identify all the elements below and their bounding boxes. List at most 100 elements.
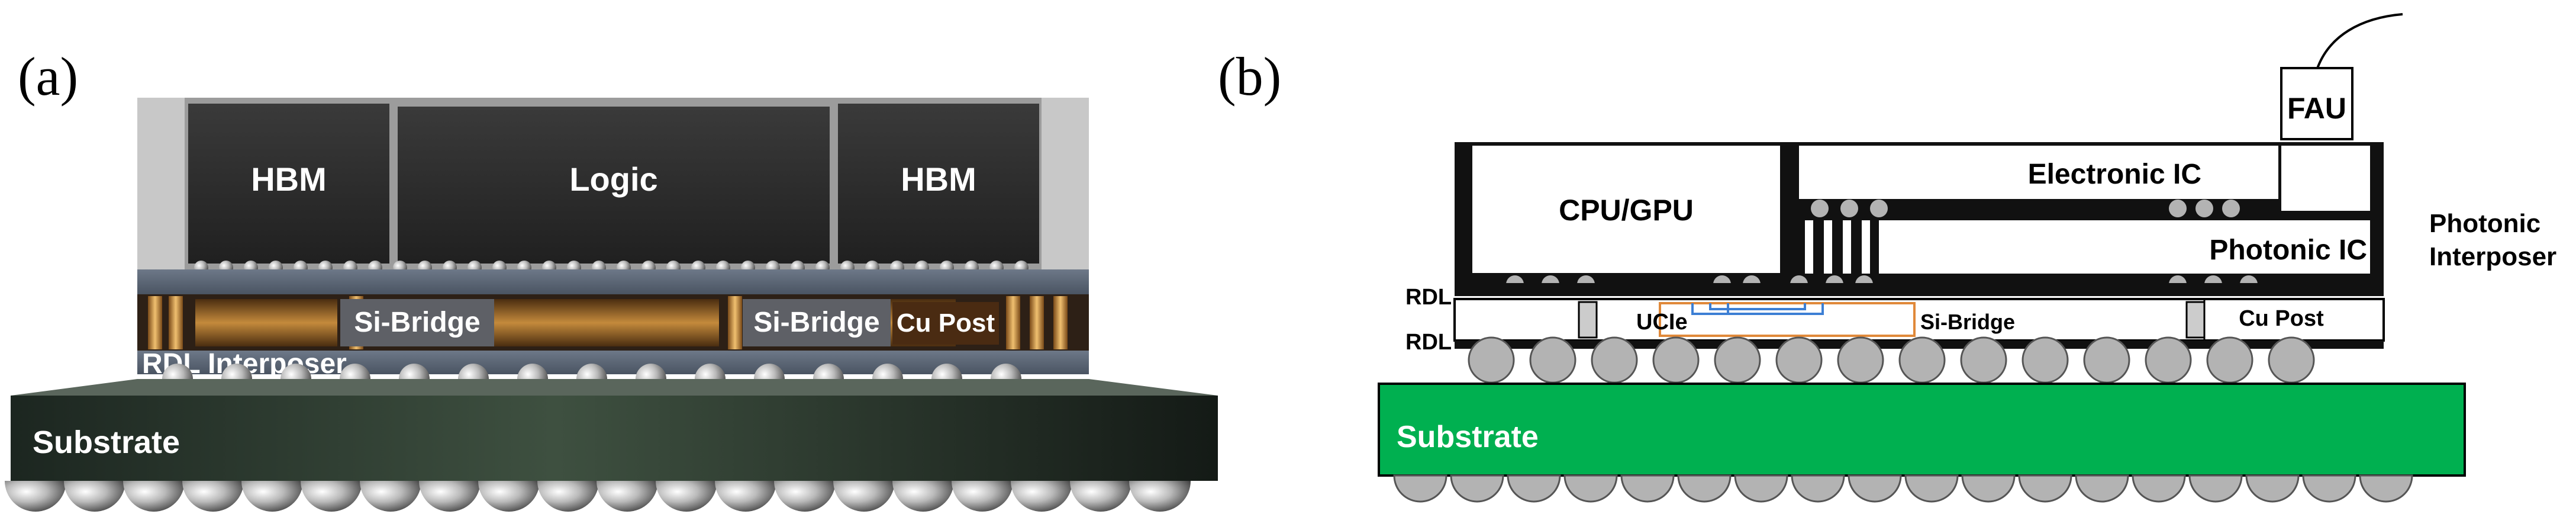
hbm-right-label: HBM — [901, 160, 976, 198]
cpu-gpu-label: CPU/GPU — [1559, 194, 1694, 227]
bga-ball — [952, 481, 1013, 512]
bga-ball — [2075, 474, 2129, 503]
bga-ball — [833, 481, 895, 512]
rdl-bottom-label: RDL — [1405, 330, 1452, 355]
c4-bump — [1898, 336, 1946, 384]
panel-b: (b) FAU CPU/GPU Electronic IC Photonic I… — [1218, 13, 2556, 503]
bga-ball — [241, 481, 303, 512]
bga-ball — [5, 481, 66, 512]
bga-ball — [1450, 474, 1504, 503]
cu-post — [169, 296, 183, 349]
photonic-interposer-label-line1: Photonic — [2429, 209, 2540, 238]
cu-post — [1006, 296, 1020, 349]
bga-ball — [478, 481, 540, 512]
si-bridge-left — [340, 299, 494, 346]
interposer-post — [1578, 301, 1598, 339]
c4-bump — [1775, 336, 1823, 384]
ucie-traces — [1691, 303, 1824, 315]
c4-bump — [1468, 336, 1515, 384]
logic-die — [398, 107, 830, 264]
c4-bump — [1591, 336, 1638, 384]
substrate-a-top-face — [11, 379, 1218, 396]
photonic-ic-label: Photonic IC — [2209, 235, 2367, 266]
c4-bump — [1529, 336, 1576, 384]
bga-ball — [1011, 481, 1072, 512]
photonic-interposer-label-line2: Interposer — [2429, 242, 2556, 271]
bga-ball — [1677, 474, 1732, 503]
c4-bump — [2022, 336, 2069, 384]
bga-ball — [182, 481, 244, 512]
fau-pocket — [2281, 146, 2370, 211]
c4-bump — [1652, 336, 1700, 384]
rdl-top-label: RDL — [1405, 285, 1452, 310]
ucie-label: UCIe — [1636, 310, 1688, 335]
cu-post — [148, 296, 162, 349]
copper-fill-left — [195, 299, 337, 346]
c4-bump — [1960, 336, 2007, 384]
si-bridge-right — [743, 299, 891, 346]
top-rdl-layer — [137, 269, 1089, 294]
electronic-ic-label: Electronic IC — [2028, 159, 2201, 190]
panel-b-letter: (b) — [1218, 46, 1281, 107]
bga-ball-row-b — [1393, 474, 2413, 503]
hbm-right-die — [838, 104, 1039, 264]
bga-ball — [892, 481, 954, 512]
hbm-left-die — [188, 104, 389, 264]
bga-ball — [656, 481, 717, 512]
cu-post-box — [892, 302, 999, 345]
tsv-via — [1862, 220, 1870, 274]
hbm-left-label: HBM — [251, 160, 327, 198]
bga-ball-row — [5, 481, 1191, 512]
si-bridge-left-label: Si-Bridge — [354, 307, 480, 338]
microbump — [2222, 200, 2240, 217]
bga-ball — [1129, 481, 1191, 512]
bga-ball — [360, 481, 421, 512]
bga-ball — [1507, 474, 1561, 503]
bga-ball — [715, 481, 776, 512]
c4-bump — [1714, 336, 1761, 384]
bga-ball — [2302, 474, 2356, 503]
electronic-ic — [1799, 146, 2278, 199]
c4-bump-row-b — [1468, 336, 2315, 384]
c4-bump — [1837, 336, 1884, 384]
bga-ball — [2018, 474, 2072, 503]
photonic-ic — [1879, 220, 2370, 274]
tsv-via — [1824, 220, 1832, 274]
c4-bump — [2083, 336, 2130, 384]
bga-ball — [301, 481, 362, 512]
interposer-post — [2185, 301, 2206, 339]
mold-edge-left — [137, 98, 185, 275]
substrate-a — [11, 396, 1218, 481]
bga-ball — [774, 481, 836, 512]
substrate-b-label: Substrate — [1397, 420, 1539, 454]
fau-label: FAU — [2287, 92, 2346, 125]
substrate-b — [1378, 383, 2466, 477]
microbump — [1870, 200, 1888, 217]
bga-ball — [1791, 474, 1845, 503]
microbump — [2195, 200, 2213, 217]
mold-edge-right — [1042, 98, 1089, 275]
bga-ball — [64, 481, 125, 512]
microbump — [2169, 200, 2187, 217]
cu-post — [1053, 296, 1068, 349]
fau-box — [2280, 67, 2353, 140]
bga-ball — [123, 481, 185, 512]
microbump — [1840, 200, 1858, 217]
bga-ball — [1904, 474, 1959, 503]
panel-a: (a) HBM Logic HBM — [5, 46, 1218, 512]
si-bridge-outline — [1659, 302, 1916, 337]
bga-ball — [1563, 474, 1618, 503]
bga-ball — [537, 481, 599, 512]
si-bridge-right-label: Si-Bridge — [753, 307, 879, 338]
bga-ball — [597, 481, 658, 512]
bga-ball — [2359, 474, 2413, 503]
bga-ball — [1620, 474, 1675, 503]
bga-ball — [2132, 474, 2186, 503]
bga-ball — [1393, 474, 1447, 503]
bga-ball — [1961, 474, 2016, 503]
copper-fill-center — [494, 299, 719, 346]
tsv-vias — [1805, 220, 1870, 274]
optical-fiber — [2316, 13, 2403, 70]
tsv-via — [1805, 220, 1813, 274]
